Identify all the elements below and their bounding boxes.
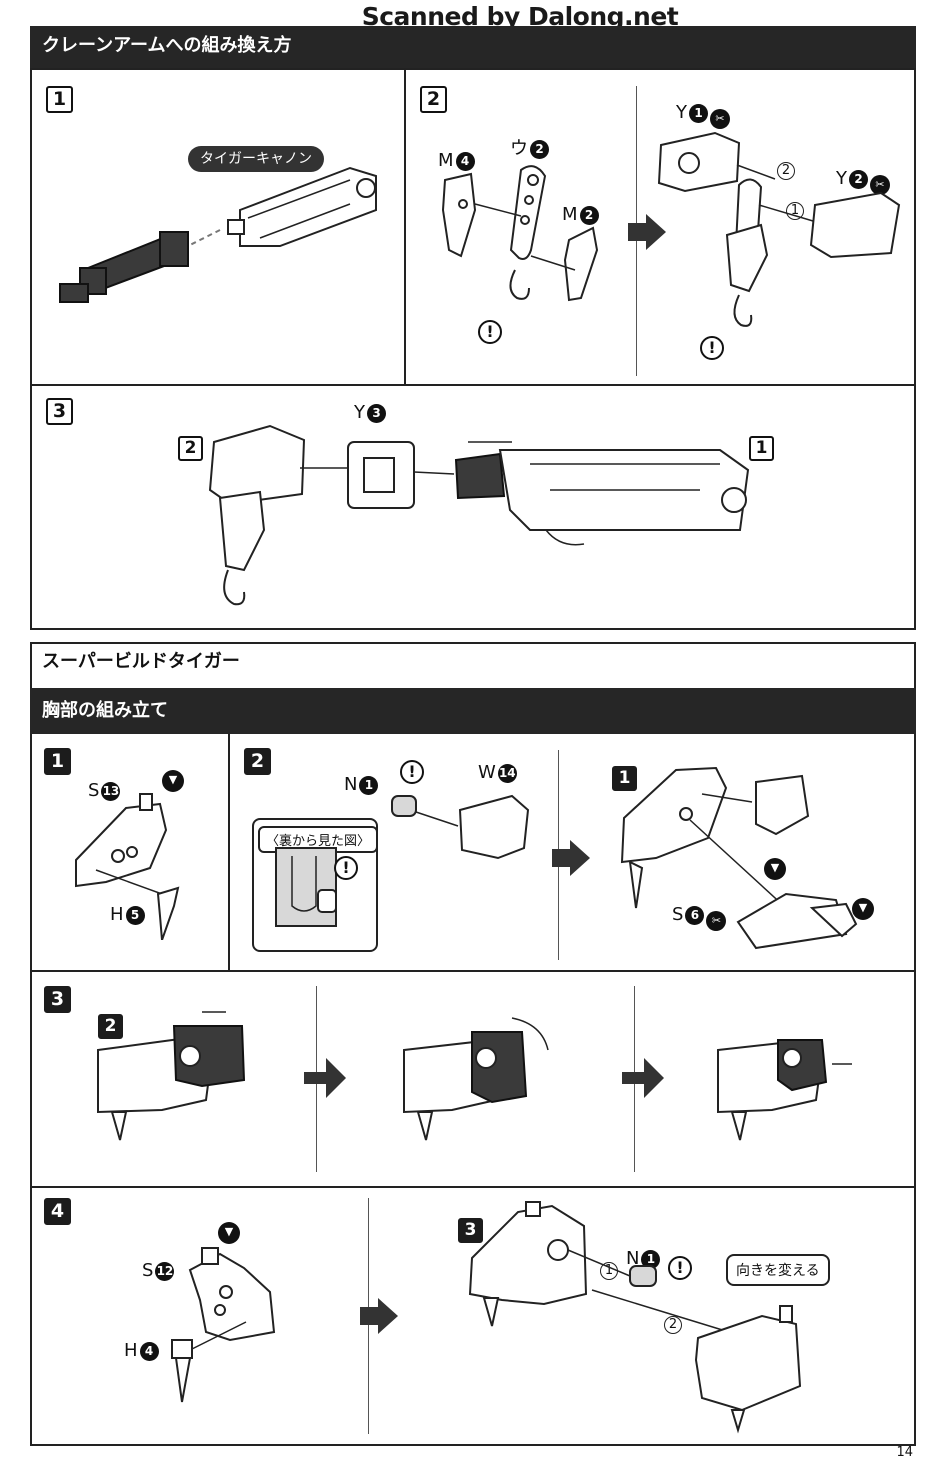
tiger-cannon-illustration [59,166,377,303]
part-number: 2 [579,206,599,225]
part-number: 2 [530,140,549,159]
part-reference: 2 [178,436,203,461]
crane-head-illustration [657,131,901,327]
warning-icon: ! [668,1256,692,1280]
part-letter: W [478,762,496,783]
part-reference: 2 [98,1014,123,1039]
part-letter: H [124,1340,138,1361]
page-number: 14 [896,1445,913,1460]
part-reference: 3 [458,1218,483,1243]
crane-arm-frame [30,68,916,630]
part-number: 14 [497,764,517,783]
step-number: 3 [44,986,71,1013]
step-number: 1 [44,748,71,775]
nipper-icon: ✂ [710,109,730,129]
step-number: 1 [46,86,73,113]
part-letter: M [562,204,578,225]
step-number: 3 [46,398,73,425]
chest-part-s13-illustration [75,793,180,940]
chest-part-s12-illustration [171,1247,276,1403]
part-letter: Y [676,102,687,123]
super-build-tiger-frame [30,642,916,1446]
nipper-icon: ✂ [706,911,727,931]
section-title-super-build-tiger: スーパービルドタイガー [42,651,240,672]
divider [228,734,230,972]
gate-mark-icon: ▼ [218,1222,240,1244]
part-letter: Y [836,168,847,189]
tiger-cannon-label: タイガーキャノン [188,146,324,172]
step-number: 2 [420,86,447,113]
rear-view-box [252,818,378,952]
chest-sequence-illustration [97,1011,852,1141]
chest-assembly-step4-illustration [468,1201,802,1434]
change-orientation-label: 向きを変える [726,1254,830,1286]
divider [31,384,915,386]
joint-part-illustration [275,794,530,927]
part-number: 1 [359,776,379,795]
part-number: 4 [139,1342,159,1361]
warning-icon: ! [478,320,502,344]
part-letter: S [142,1260,154,1281]
order-marker: 2 [777,162,795,180]
section-subtitle-chest-assembly: 胸部の組み立て [30,688,916,734]
part-number: 13 [101,782,121,801]
chest-assembly-step2-illustration [620,766,858,950]
warning-icon: ! [400,760,424,784]
part-reference: 1 [612,766,637,791]
step-number: 2 [244,748,271,775]
part-number: 1 [689,104,708,123]
order-marker: 1 [786,202,804,220]
part-letter: S [672,904,684,925]
part-reference: 1 [749,436,774,461]
divider [404,70,406,386]
part-letter: N [344,774,358,795]
part-number: 3 [367,404,386,423]
part-number: 5 [125,906,145,925]
warning-icon: ! [334,856,358,880]
order-marker: 2 [664,1316,682,1334]
divider [31,1186,915,1188]
next-arrow [628,214,666,250]
next-arrow [360,1298,398,1334]
warning-icon: ! [700,336,724,360]
part-number: 6 [685,906,705,925]
part-number: 1 [641,1250,661,1269]
part-letter: Y [354,402,365,423]
part-letter: M [438,150,454,171]
part-number: 4 [455,152,475,171]
part-letter: ウ [510,138,528,159]
crane-assembly-illustration [208,424,750,606]
gate-mark-icon: ▼ [162,770,184,792]
part-letter: S [88,780,100,801]
nipper-icon: ✂ [870,175,890,195]
part-letter: H [110,904,124,925]
section-title-crane-arm: クレーンアームへの組み換え方 [30,26,916,68]
next-arrow [552,840,590,876]
crane-parts-illustration [441,165,599,302]
divider [31,970,915,972]
part-number: 12 [155,1262,175,1281]
part-letter: N [626,1248,640,1269]
gate-mark-icon: ▼ [764,858,786,880]
gate-mark-icon: ▼ [852,898,874,920]
step-number: 4 [44,1198,71,1225]
part-number: 2 [849,170,868,189]
